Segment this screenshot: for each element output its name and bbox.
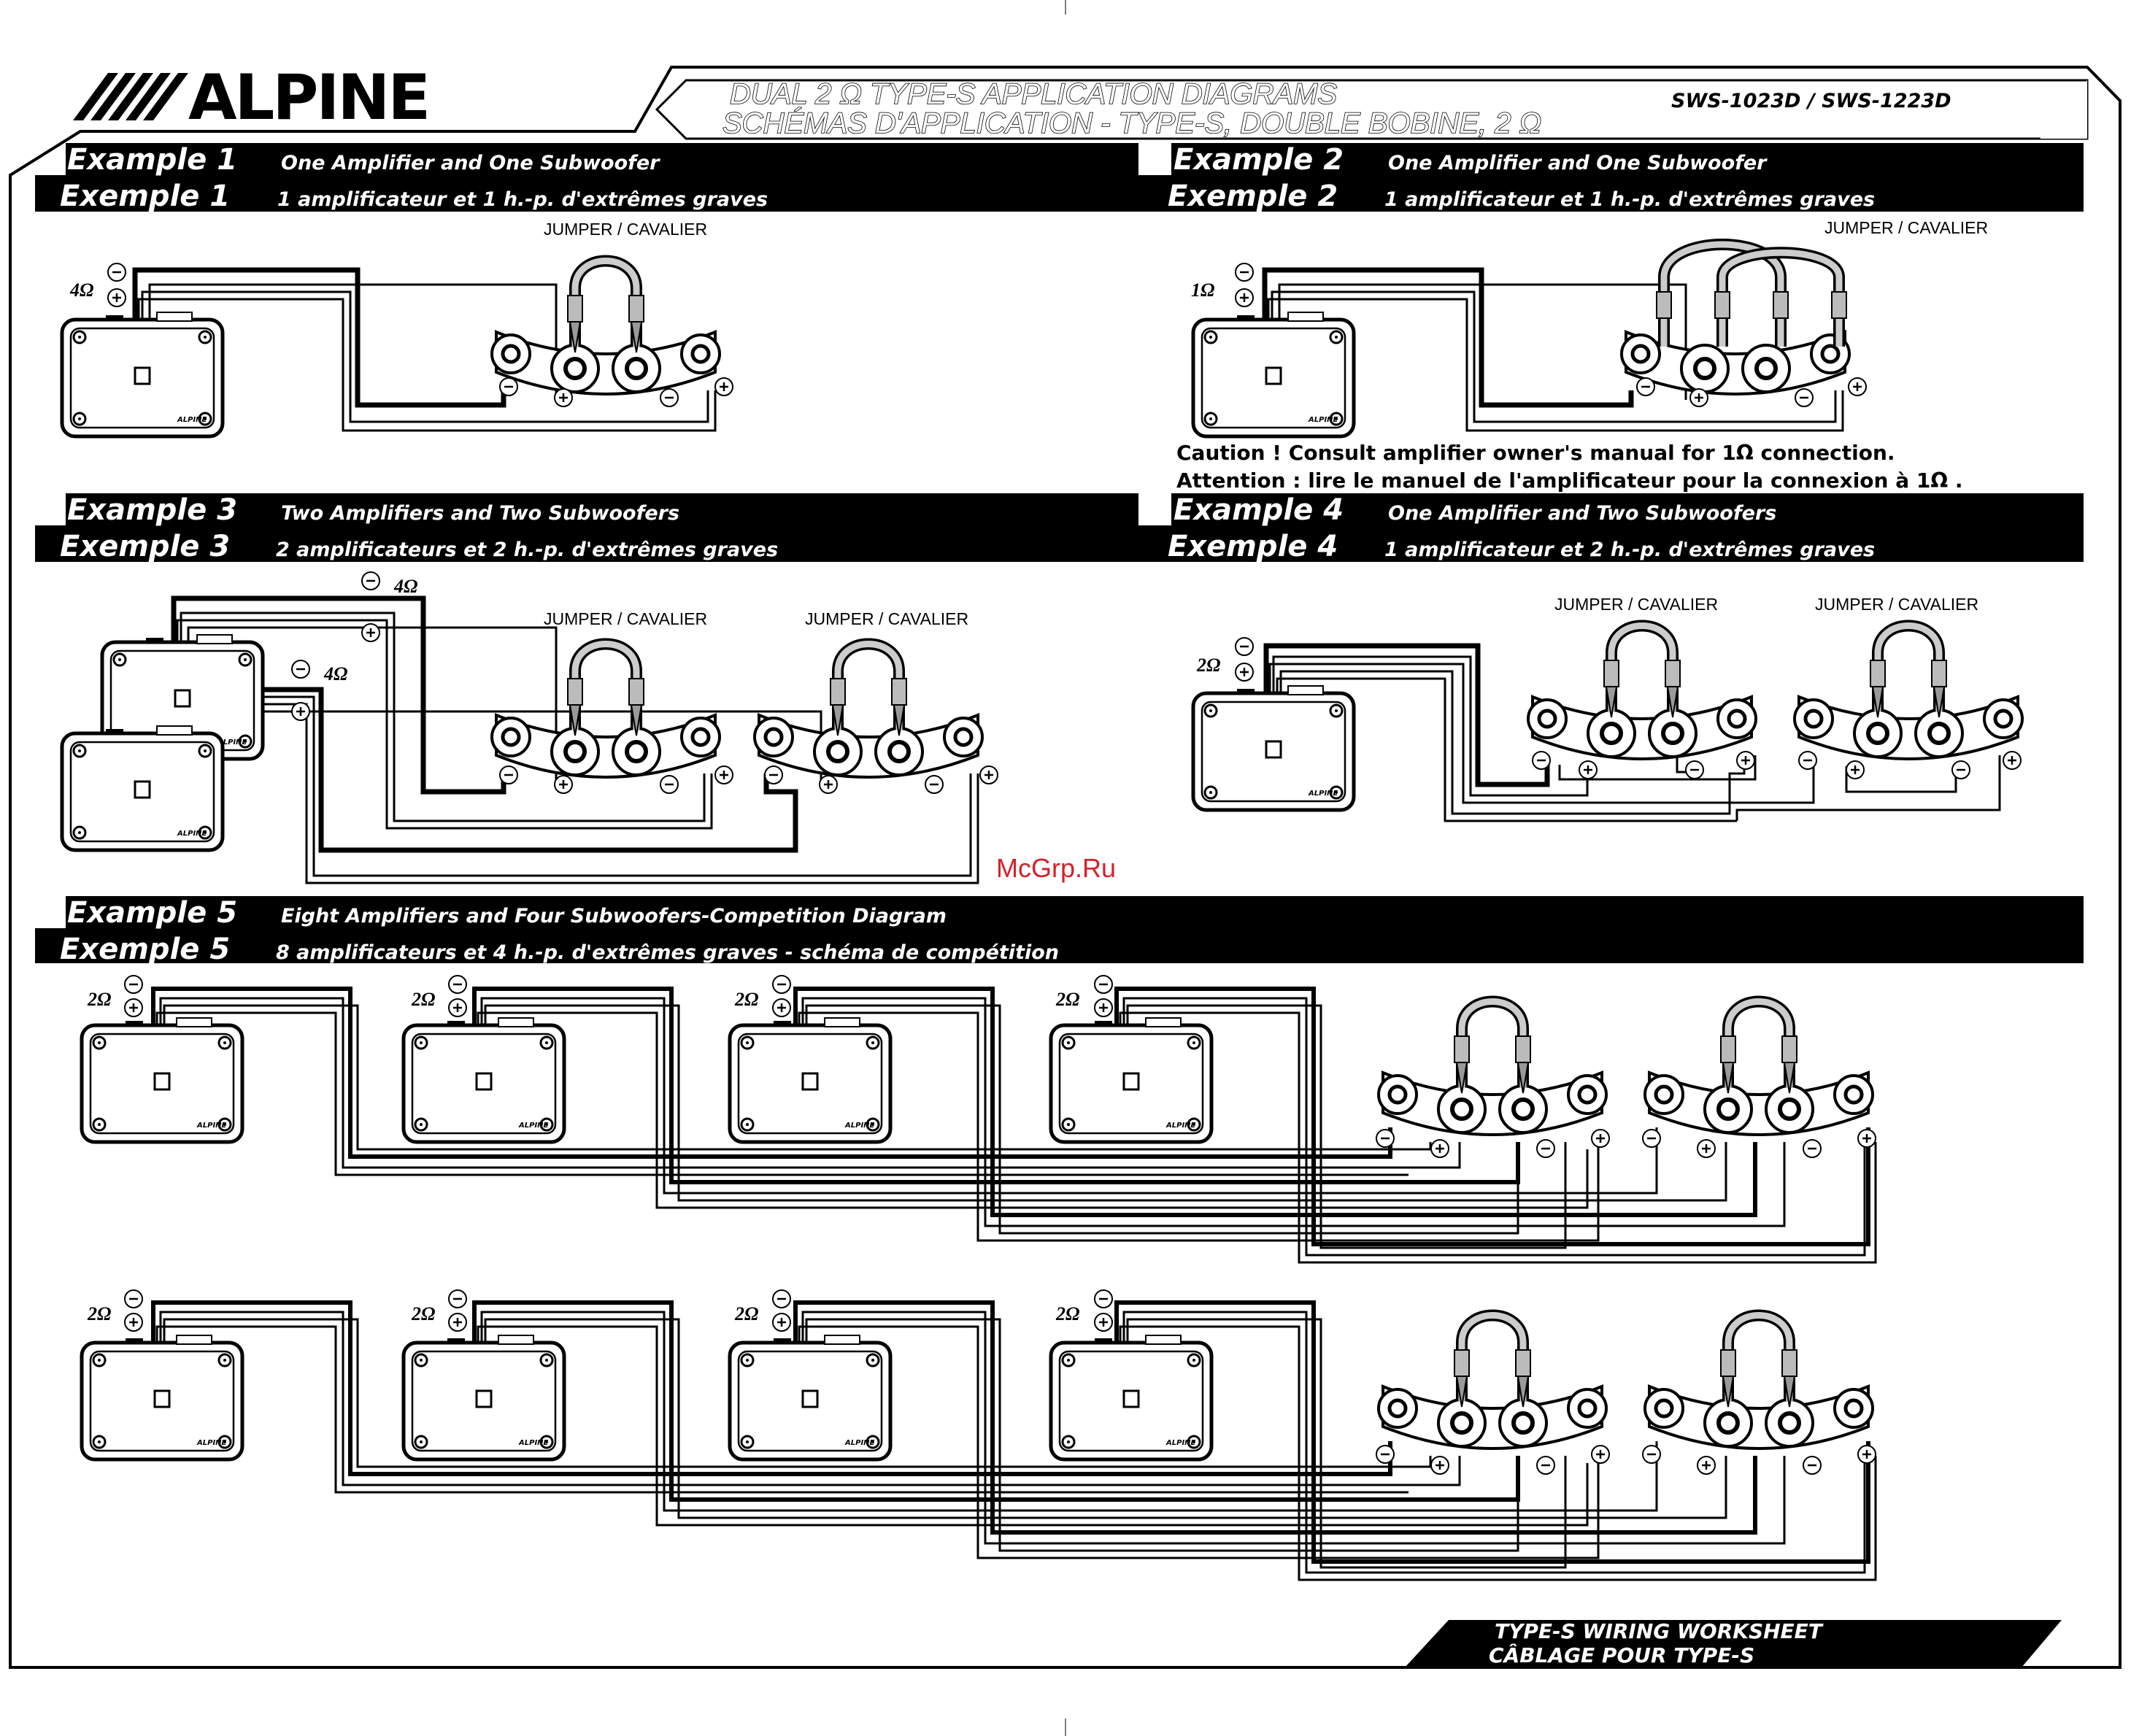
ex3-jumper-label-2: JUMPER / CAVALIER	[805, 609, 968, 628]
ex4-title-bar	[1138, 493, 2084, 562]
ex5-impedance-6: 2Ω	[411, 1303, 435, 1324]
ex5-impedance-8: 2Ω	[1055, 1303, 1079, 1324]
ex4-desc-en: One Amplifier and Two Subwoofers	[1388, 502, 1776, 525]
ex5-title-en: Example 5	[67, 896, 237, 930]
ex5-row2: 2Ω 2Ω 2Ω 2Ω	[82, 1289, 1877, 1581]
ex5-title-bar	[35, 896, 2084, 963]
ex3-title-en: Example 3	[67, 493, 237, 527]
footer-line-en: TYPE-S WIRING WORKSHEET	[1495, 1619, 1824, 1643]
ex4-jumper-label-2: JUMPER / CAVALIER	[1815, 595, 1978, 614]
watermark-text: McGrp.Ru	[996, 853, 1116, 883]
ex4-title-en: Example 4	[1174, 493, 1344, 527]
ex3-impedance-b: 4Ω	[323, 663, 347, 684]
logo-text: ALPINE	[188, 61, 428, 134]
ex1-impedance: 4Ω	[69, 279, 93, 301]
ex4-title-fr: Exemple 4	[1168, 530, 1338, 563]
ex1-desc-en: One Amplifier and One Subwoofer	[281, 152, 660, 174]
footer-bar	[1405, 1620, 2062, 1667]
page-frame	[9, 66, 2122, 1669]
ex1-desc-fr: 1 amplificateur et 1 h.-p. d'extrêmes gr…	[277, 188, 768, 211]
ex5-impedance-5: 2Ω	[87, 1303, 111, 1324]
ex3-desc-en: Two Amplifiers and Two Subwoofers	[281, 502, 679, 525]
ex2-impedance: 1Ω	[1191, 279, 1214, 301]
ex4-diagram: 2Ω JUMPER / CAVALIER JUMPER / CAVALIER	[1193, 595, 2022, 822]
ex5-title-fr: Exemple 5	[60, 933, 230, 966]
ex5-row1: 2Ω 2Ω 2Ω 2Ω	[82, 974, 1877, 1264]
ex4-impedance: 2Ω	[1196, 655, 1220, 676]
ex3-desc-fr: 2 amplificateurs et 2 h.-p. d'extrêmes g…	[276, 539, 778, 561]
ex1-title-fr: Exemple 1	[60, 180, 230, 213]
ex3-title-fr: Exemple 3	[60, 530, 230, 563]
ex2-diagram: 1Ω JUMPER / CAVALIER Caution ! Consult a…	[1176, 218, 1988, 493]
ex2-title-bar	[1138, 143, 2084, 212]
ex5-desc-fr: 8 amplificateurs et 4 h.-p. d'extrêmes g…	[276, 941, 1059, 964]
footer-line-fr: CÂBLAGE POUR TYPE-S	[1489, 1643, 1754, 1667]
header-title-en: DUAL 2 Ω TYPE-S APPLICATION DIAGRAMS	[730, 78, 1337, 110]
ex5-impedance-3: 2Ω	[734, 989, 758, 1010]
ex2-caution-en: Caution ! Consult amplifier owner's manu…	[1176, 441, 1895, 465]
ex5-impedance-2: 2Ω	[411, 989, 435, 1010]
ex3-diagram: 4Ω 4Ω JUMPER / CAVALIER JUMPER / CAVALIE…	[62, 571, 999, 884]
ex2-title-en: Example 2	[1174, 143, 1344, 177]
ex2-jumper-label: JUMPER / CAVALIER	[1824, 218, 1988, 237]
alpine-logo: ALPINE	[73, 61, 431, 134]
ex2-caution-fr: Attention : lire le manuel de l'amplific…	[1176, 468, 1963, 493]
ex5-desc-en: Eight Amplifiers and Four Subwoofers-Com…	[281, 905, 947, 927]
ex3-impedance-a: 4Ω	[393, 576, 417, 597]
ex3-jumper-label-1: JUMPER / CAVALIER	[544, 609, 707, 628]
ex4-desc-fr: 1 amplificateur et 2 h.-p. d'extrêmes gr…	[1384, 539, 1875, 561]
ex5-impedance-1: 2Ω	[87, 989, 111, 1010]
ex2-desc-en: One Amplifier and One Subwoofer	[1388, 152, 1768, 174]
ex1-title-en: Example 1	[67, 143, 237, 177]
ex1-title-bar	[35, 143, 1138, 212]
ex2-title-fr: Exemple 2	[1168, 180, 1338, 213]
ex5-impedance-4: 2Ω	[1055, 989, 1079, 1010]
ex1-jumper-label: JUMPER / CAVALIER	[544, 220, 707, 239]
ex4-jumper-label-1: JUMPER / CAVALIER	[1554, 595, 1718, 614]
ex3-title-bar	[35, 493, 1138, 562]
ex1-diagram: 4Ω JUMPER / CAVALIER	[62, 220, 734, 436]
ex5-impedance-7: 2Ω	[734, 1303, 758, 1324]
header-title-fr: SCHÉMAS D'APPLICATION - TYPE-S, DOUBLE B…	[722, 107, 1541, 139]
model-numbers: SWS-1023D / SWS-1223D	[1671, 90, 1951, 112]
ex2-desc-fr: 1 amplificateur et 1 h.-p. d'extrêmes gr…	[1384, 188, 1875, 211]
